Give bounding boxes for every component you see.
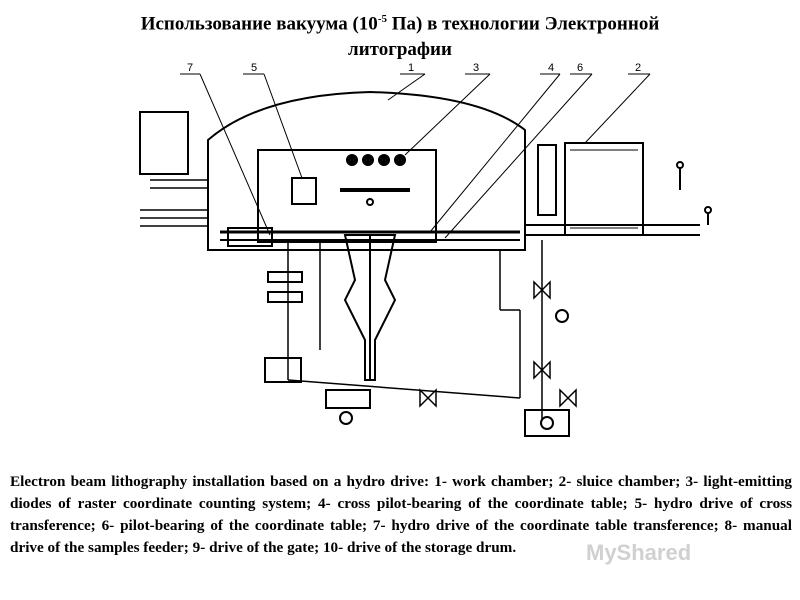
filter-box (325, 389, 371, 409)
table-transference-drive (227, 227, 273, 247)
title-prefix: Использование вакуума (10 (140, 13, 378, 35)
lithography-installation-diagram: 7 5 1 3 4 6 2 (139, 62, 712, 437)
gauge-2 (267, 291, 303, 303)
left-outlets (140, 179, 208, 227)
valves (419, 280, 577, 408)
work-chamber-dome (207, 90, 526, 251)
callout-4: 4 (548, 62, 554, 74)
callout-5: 5 (251, 62, 257, 74)
power-supply-box (264, 357, 302, 383)
vacuum-pipeline (287, 240, 543, 420)
callout-2: 2 (635, 62, 641, 74)
callout-6: 6 (577, 62, 583, 74)
vacuum-pump (524, 409, 570, 437)
title-suffix: Па) в технологии Электронной (386, 13, 660, 35)
inner-frame (257, 149, 437, 243)
callout-3: 3 (473, 62, 479, 74)
callout-7: 7 (187, 62, 193, 74)
sluice-hatching (570, 149, 638, 229)
callout-labels: 7 5 1 3 4 6 2 (187, 62, 641, 74)
gauge-1 (267, 271, 303, 283)
led-array (346, 154, 406, 166)
title-exponent: -5 (377, 13, 387, 25)
gate-drive (139, 111, 189, 175)
electron-column (343, 234, 397, 381)
figure-caption: Electron beam lithography installation b… (10, 473, 792, 556)
slide-title: Использование вакуума (10-5 Па) в технол… (0, 6, 800, 63)
watermark: MyShared (586, 540, 692, 565)
cross-transference-drive (291, 177, 317, 205)
samples-feeder (537, 144, 557, 216)
callout-1: 1 (408, 62, 414, 74)
title-line2: литографии (348, 39, 452, 61)
leader-lines (180, 73, 651, 239)
sluice-chamber (564, 142, 644, 236)
